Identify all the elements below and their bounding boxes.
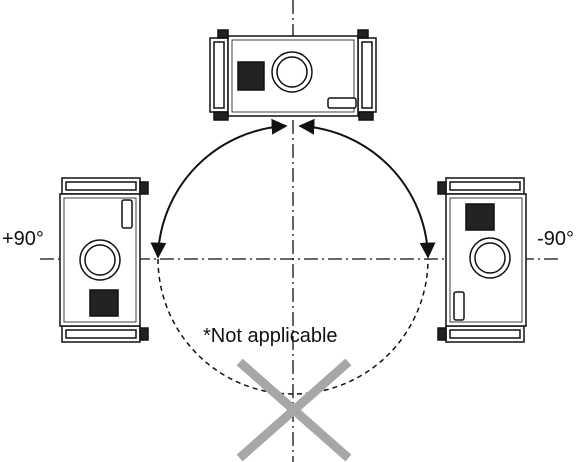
angle-label-plus-90: +90°	[2, 228, 44, 250]
not-applicable-arc	[157, 258, 429, 395]
projector-icon-right	[437, 177, 527, 343]
cross-mark-icon	[236, 358, 352, 462]
rotation-arc-left	[150, 118, 288, 259]
angle-label-minus-90: -90°	[537, 228, 574, 250]
projector-icon-left	[59, 177, 149, 343]
not-applicable-label: *Not applicable	[203, 325, 338, 347]
rotation-arc-right	[298, 118, 436, 259]
projector-icon-top	[209, 29, 377, 121]
